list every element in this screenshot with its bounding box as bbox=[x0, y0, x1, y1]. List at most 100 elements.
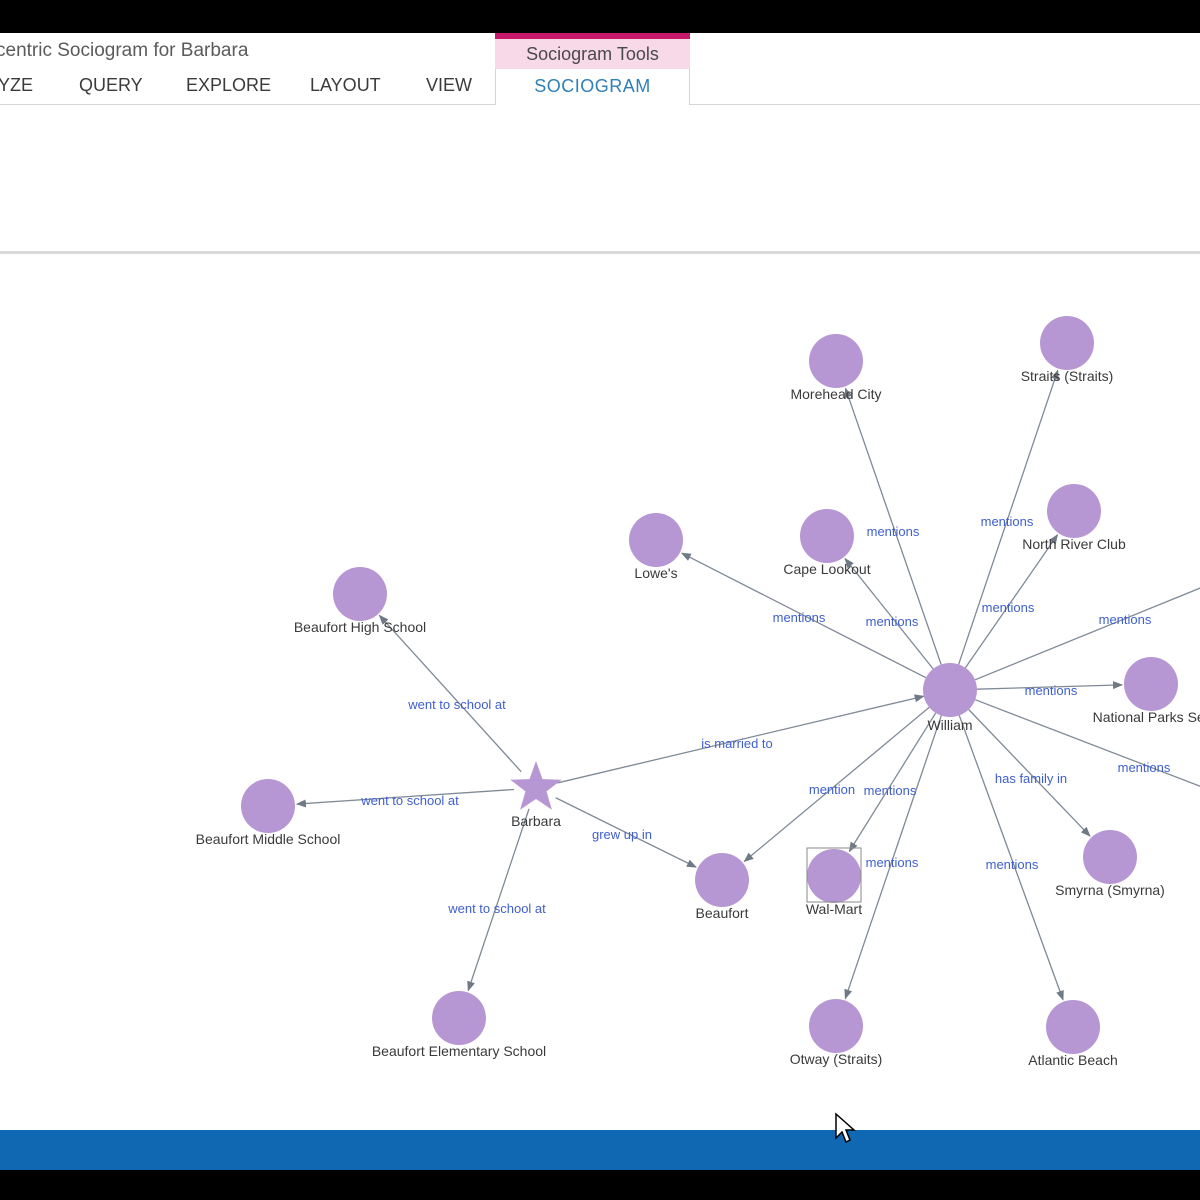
tab-layout[interactable]: LAYOUT bbox=[310, 75, 381, 95]
node-circle[interactable] bbox=[1047, 484, 1101, 538]
edge-label-william-to-atlantic: mentions bbox=[986, 857, 1039, 872]
node-label: Morehead City bbox=[790, 386, 881, 402]
edge-william-to-offscreen_lower[interactable] bbox=[974, 699, 1200, 792]
edge-label-william-to-lowes: mentions bbox=[773, 610, 826, 625]
edge-barbara-to-beaufort[interactable] bbox=[555, 797, 697, 868]
bottom-black-bar bbox=[0, 1170, 1200, 1200]
edge-label-barbara-to-bms: went to school at bbox=[360, 793, 459, 808]
tab-analyze[interactable]: YZE bbox=[0, 75, 34, 95]
edge-william-to-straits[interactable] bbox=[958, 369, 1059, 665]
node-beaufort[interactable]: Beaufort bbox=[695, 853, 749, 921]
edge-william-to-smyrna[interactable] bbox=[968, 709, 1091, 837]
node-beaufort-elementary-school[interactable]: Beaufort Elementary School bbox=[372, 991, 546, 1059]
node-label: William bbox=[927, 717, 972, 733]
node-barbara[interactable]: Barbara bbox=[510, 761, 562, 829]
node-label: National Parks Ser bbox=[1093, 709, 1200, 725]
edge-label-william-to-offscreen_lower: mentions bbox=[1118, 760, 1171, 775]
edge-william-to-beaufort[interactable] bbox=[743, 706, 930, 863]
sociogram-graph[interactable]: went to school at went to school at went t… bbox=[0, 254, 1200, 1130]
tab-query[interactable]: QUERY bbox=[79, 75, 143, 95]
node-circle[interactable] bbox=[809, 999, 863, 1053]
node-circle[interactable] bbox=[923, 663, 977, 717]
node-circle[interactable] bbox=[1040, 316, 1094, 370]
node-label: Wal-Mart bbox=[806, 901, 862, 917]
edge-label-barbara-to-bes: went to school at bbox=[447, 901, 546, 916]
node-circle[interactable] bbox=[1083, 830, 1137, 884]
node-label: Straits (Straits) bbox=[1021, 368, 1114, 384]
tab-explore[interactable]: EXPLORE bbox=[186, 75, 272, 95]
edge-william-to-capelookout[interactable] bbox=[844, 557, 934, 670]
node-circle[interactable] bbox=[241, 779, 295, 833]
node-circle[interactable] bbox=[1046, 1000, 1100, 1054]
node-national-parks-ser[interactable]: National Parks Ser bbox=[1093, 657, 1200, 725]
edge-label-william-to-straits: mentions bbox=[981, 514, 1034, 529]
window-title: centric Sociogram for Barbara bbox=[0, 40, 249, 61]
edge-label-william-to-walmart: mentions bbox=[864, 783, 917, 798]
node-circle[interactable] bbox=[333, 567, 387, 621]
edge-barbara-to-bes[interactable] bbox=[467, 808, 530, 992]
edge-william-to-nps[interactable] bbox=[976, 681, 1124, 690]
top-black-bar bbox=[0, 0, 1200, 33]
node-william[interactable]: William bbox=[923, 663, 977, 733]
edge-label-william-to-offscreen_upper: mentions bbox=[1099, 612, 1152, 627]
node-circle[interactable] bbox=[807, 849, 861, 903]
edge-label-barbara-to-beaufort: grew up in bbox=[592, 827, 652, 842]
node-smyrna-smyrna[interactable]: Smyrna (Smyrna) bbox=[1055, 830, 1165, 898]
node-circle[interactable] bbox=[1124, 657, 1178, 711]
node-circle[interactable] bbox=[800, 509, 854, 563]
edge-label-barbara-to-bhs: went to school at bbox=[407, 697, 506, 712]
contextual-tab-header: Sociogram Tools bbox=[495, 33, 690, 70]
node-circle[interactable] bbox=[695, 853, 749, 907]
edges-layer bbox=[295, 369, 1200, 1001]
nodes-layer: Barbara William Beaufort High SchoolBeaufo… bbox=[196, 316, 1200, 1068]
edge-william-to-offscreen_upper[interactable] bbox=[974, 582, 1200, 681]
node-label: Cape Lookout bbox=[783, 561, 870, 577]
node-label: Atlantic Beach bbox=[1028, 1052, 1118, 1068]
node-cape-lookout[interactable]: Cape Lookout bbox=[783, 509, 871, 577]
edge-william-to-walmart[interactable] bbox=[848, 712, 937, 853]
node-straits-straits[interactable]: Straits (Straits) bbox=[1021, 316, 1114, 384]
node-label: Beaufort bbox=[696, 905, 749, 921]
edge-label-barbara-to-william: is married to bbox=[701, 736, 773, 751]
edge-william-to-otway[interactable] bbox=[844, 715, 942, 1000]
ribbon-separator bbox=[0, 251, 1200, 254]
tab-view[interactable]: VIEW bbox=[426, 75, 473, 95]
node-circle[interactable] bbox=[629, 513, 683, 567]
node-circle[interactable] bbox=[432, 991, 486, 1045]
node-morehead-city[interactable]: Morehead City bbox=[790, 334, 882, 402]
node-atlantic-beach[interactable]: Atlantic Beach bbox=[1028, 1000, 1118, 1068]
edge-label-william-to-morehead: mentions bbox=[867, 524, 920, 539]
node-label: Lowe's bbox=[634, 565, 677, 581]
node-beaufort-middle-school[interactable]: Beaufort Middle School bbox=[196, 779, 341, 847]
node-circle[interactable] bbox=[809, 334, 863, 388]
node-label: Otway (Straits) bbox=[790, 1051, 883, 1067]
edge-william-to-northriver[interactable] bbox=[964, 534, 1059, 669]
edge-label-william-to-beaufort: mention bbox=[809, 782, 855, 797]
sociogram-canvas[interactable]: went to school at went to school at went t… bbox=[0, 254, 1200, 1130]
edge-barbara-to-william[interactable] bbox=[557, 694, 925, 784]
status-bar bbox=[0, 1130, 1200, 1170]
edge-label-william-to-northriver: mentions bbox=[982, 600, 1035, 615]
node-label: Beaufort Elementary School bbox=[372, 1043, 546, 1059]
tab-sociogram[interactable]: SOCIOGRAM bbox=[495, 69, 690, 105]
node-label: Beaufort High School bbox=[294, 619, 426, 635]
edge-barbara-to-bhs[interactable] bbox=[378, 614, 522, 773]
edge-william-to-atlantic[interactable] bbox=[958, 715, 1064, 1001]
node-label: North River Club bbox=[1022, 536, 1126, 552]
star-icon[interactable] bbox=[510, 761, 562, 810]
edge-barbara-to-bms[interactable] bbox=[295, 788, 515, 808]
node-label: Beaufort Middle School bbox=[196, 831, 341, 847]
ribbon-body bbox=[0, 105, 1200, 251]
node-label: Smyrna (Smyrna) bbox=[1055, 882, 1165, 898]
edge-william-to-lowes[interactable] bbox=[680, 552, 927, 679]
node-lowe-s[interactable]: Lowe's bbox=[629, 513, 683, 581]
node-beaufort-high-school[interactable]: Beaufort High School bbox=[294, 567, 426, 635]
edge-labels-layer: went to school at went to school at went t… bbox=[360, 514, 1171, 916]
node-otway-straits[interactable]: Otway (Straits) bbox=[790, 999, 883, 1067]
node-wal-mart[interactable]: Wal-Mart bbox=[806, 847, 862, 917]
edge-label-william-to-smyrna: has family in bbox=[995, 771, 1067, 786]
node-label: Barbara bbox=[511, 813, 561, 829]
selection-box bbox=[806, 847, 862, 903]
node-north-river-club[interactable]: North River Club bbox=[1022, 484, 1126, 552]
edge-william-to-morehead[interactable] bbox=[844, 387, 942, 665]
